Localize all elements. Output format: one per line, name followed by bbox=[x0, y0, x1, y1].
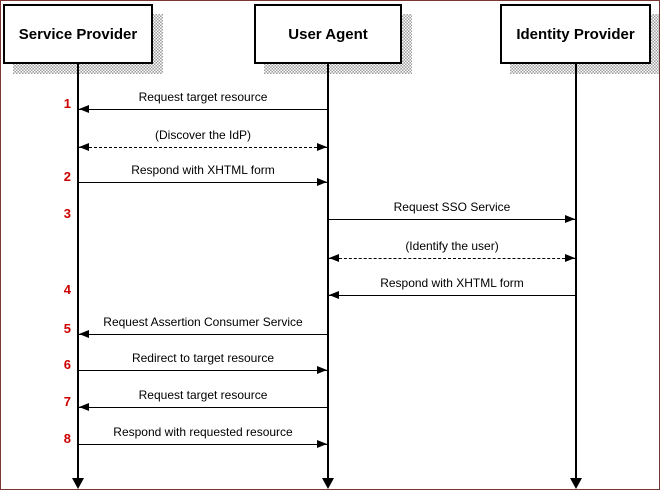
step-number: 1 bbox=[63, 96, 71, 111]
message-label: (Discover the IdP) bbox=[154, 128, 252, 142]
step-number: 7 bbox=[63, 394, 71, 409]
message-arrowhead-icon bbox=[79, 143, 89, 151]
message-line bbox=[329, 219, 575, 220]
message-line bbox=[329, 258, 575, 259]
lifeline-service-provider bbox=[77, 64, 79, 478]
message-arrowhead-icon bbox=[79, 403, 89, 411]
message-line bbox=[79, 109, 327, 110]
step-number: 5 bbox=[63, 321, 71, 336]
message-arrowhead-icon bbox=[565, 254, 575, 262]
step-number: 2 bbox=[63, 169, 71, 184]
actor-label-user-agent: User Agent bbox=[288, 25, 368, 43]
message-line bbox=[79, 444, 327, 445]
message-line bbox=[79, 334, 327, 335]
message-label: Request target resource bbox=[138, 90, 268, 104]
actor-label-identity-provider: Identity Provider bbox=[516, 25, 635, 43]
message-line bbox=[329, 295, 575, 296]
lifeline-identity-provider bbox=[575, 64, 577, 478]
message-label: Respond with XHTML form bbox=[131, 163, 275, 177]
message-label: Request Assertion Consumer Service bbox=[103, 315, 303, 329]
message-line bbox=[79, 370, 327, 371]
lifeline-end-arrow-icon bbox=[72, 478, 84, 489]
message-label: Redirect to target resource bbox=[131, 351, 275, 365]
message-label: (Identify the user) bbox=[405, 239, 499, 253]
message-label: Request target resource bbox=[138, 388, 268, 402]
step-number: 8 bbox=[63, 431, 71, 446]
message-label: Respond with XHTML form bbox=[380, 276, 524, 290]
message-arrowhead-icon bbox=[317, 143, 327, 151]
lifeline-end-arrow-icon bbox=[322, 478, 334, 489]
message-arrowhead-icon bbox=[79, 105, 89, 113]
step-number: 6 bbox=[63, 357, 71, 372]
message-arrowhead-icon bbox=[79, 330, 89, 338]
message-arrowhead-icon bbox=[565, 215, 575, 223]
lifeline-user-agent bbox=[327, 64, 329, 478]
message-arrowhead-icon bbox=[317, 440, 327, 448]
message-line bbox=[79, 407, 327, 408]
message-line bbox=[79, 147, 327, 148]
lifeline-end-arrow-icon bbox=[570, 478, 582, 489]
actor-label-service-provider: Service Provider bbox=[18, 25, 138, 43]
step-number: 3 bbox=[63, 206, 71, 221]
message-arrowhead-icon bbox=[329, 254, 339, 262]
actor-box-identity-provider: Identity Provider bbox=[500, 4, 651, 64]
message-arrowhead-icon bbox=[317, 366, 327, 374]
step-number: 4 bbox=[63, 282, 71, 297]
actor-box-user-agent: User Agent bbox=[254, 4, 402, 64]
message-label: Respond with requested resource bbox=[113, 425, 293, 439]
message-arrowhead-icon bbox=[317, 178, 327, 186]
message-arrowhead-icon bbox=[329, 291, 339, 299]
message-label: Request SSO Service bbox=[393, 200, 511, 214]
actor-box-service-provider: Service Provider bbox=[3, 4, 153, 64]
message-line bbox=[79, 182, 327, 183]
